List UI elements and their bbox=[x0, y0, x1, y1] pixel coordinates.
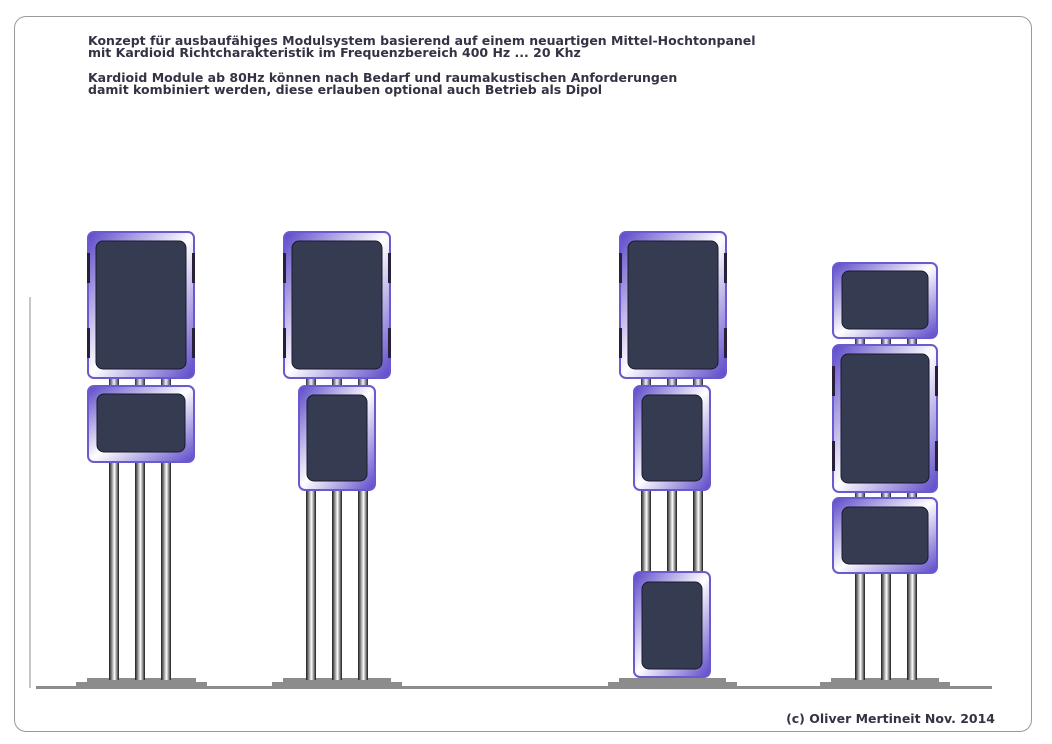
side-clip bbox=[832, 366, 835, 396]
module-connector bbox=[135, 376, 145, 388]
side-clip bbox=[619, 328, 622, 358]
copyright-notice: (c) Oliver Mertineit Nov. 2014 bbox=[786, 711, 995, 726]
side-clip bbox=[724, 328, 727, 358]
description-line-4: damit kombiniert werden, diese erlauben … bbox=[88, 82, 603, 97]
speaker-stand-1 bbox=[76, 231, 207, 687]
driver-panel bbox=[291, 240, 383, 370]
module-connector bbox=[161, 376, 171, 388]
module-connector bbox=[881, 336, 891, 346]
cardioid-module bbox=[298, 385, 376, 491]
module-connector bbox=[855, 490, 865, 500]
module-connector bbox=[855, 336, 865, 346]
module-connector bbox=[667, 376, 677, 388]
side-clip bbox=[192, 253, 195, 283]
driver-panel bbox=[841, 270, 929, 330]
side-clip bbox=[388, 328, 391, 358]
support-pole bbox=[667, 485, 677, 575]
side-clip bbox=[87, 253, 90, 283]
module-connector bbox=[641, 376, 651, 388]
side-clip bbox=[935, 441, 938, 471]
base-plate bbox=[272, 682, 402, 687]
side-clip bbox=[192, 328, 195, 358]
mid-high-panel-module bbox=[87, 231, 195, 379]
driver-panel bbox=[96, 393, 186, 453]
mid-high-panel-module bbox=[619, 231, 727, 379]
driver-panel bbox=[641, 394, 703, 482]
top-cardioid-module bbox=[832, 262, 938, 339]
base-plate bbox=[76, 682, 207, 687]
description-line-3: Kardioid Module ab 80Hz können nach Beda… bbox=[88, 70, 678, 85]
description-line-2: mit Kardioid Richtcharakteristik im Freq… bbox=[88, 45, 581, 60]
speaker-stand-3 bbox=[608, 231, 737, 687]
side-clip bbox=[832, 441, 835, 471]
module-connector bbox=[693, 376, 703, 388]
support-pole bbox=[855, 568, 865, 680]
module-connector bbox=[881, 490, 891, 500]
driver-panel bbox=[841, 506, 929, 565]
side-clip bbox=[724, 253, 727, 283]
mid-high-panel-module bbox=[283, 231, 391, 379]
module-connector bbox=[332, 376, 342, 388]
driver-panel bbox=[306, 394, 368, 482]
base-plate bbox=[608, 682, 737, 687]
module-connector bbox=[109, 376, 119, 388]
module-connector bbox=[358, 376, 368, 388]
support-pole bbox=[161, 455, 171, 680]
side-clip bbox=[935, 366, 938, 396]
support-pole bbox=[641, 485, 651, 575]
bottom-cardioid-module bbox=[832, 497, 938, 574]
description-paragraph-1: Konzept für ausbaufähiges Modulsystem ba… bbox=[88, 33, 756, 60]
description-line-1: Konzept für ausbaufähiges Modulsystem ba… bbox=[88, 33, 756, 48]
cardioid-bass-module bbox=[633, 571, 711, 678]
support-pole bbox=[693, 485, 703, 575]
driver-panel bbox=[95, 240, 187, 370]
side-clip bbox=[283, 253, 286, 283]
speaker-stand-2 bbox=[272, 231, 402, 687]
support-pole bbox=[135, 455, 145, 680]
drawing-frame bbox=[14, 16, 1032, 732]
side-clip bbox=[87, 328, 90, 358]
support-pole bbox=[332, 485, 342, 680]
driver-panel bbox=[627, 240, 719, 370]
support-pole bbox=[358, 485, 368, 680]
module-connector bbox=[306, 376, 316, 388]
base-plate bbox=[619, 678, 726, 682]
mid-high-panel-module bbox=[832, 344, 938, 493]
side-clip bbox=[388, 253, 391, 283]
base-plate bbox=[820, 682, 950, 687]
support-pole bbox=[907, 568, 917, 680]
driver-panel bbox=[641, 581, 703, 670]
support-pole bbox=[109, 455, 119, 680]
side-clip bbox=[619, 253, 622, 283]
cardioid-module bbox=[633, 385, 711, 491]
support-pole bbox=[881, 568, 891, 680]
driver-panel bbox=[840, 353, 930, 484]
support-pole bbox=[306, 485, 316, 680]
floor-line bbox=[36, 686, 992, 689]
speaker-stand-4 bbox=[820, 262, 950, 687]
side-clip bbox=[283, 328, 286, 358]
cardioid-module bbox=[87, 385, 195, 463]
module-connector bbox=[907, 336, 917, 346]
description-paragraph-2: Kardioid Module ab 80Hz können nach Beda… bbox=[88, 70, 678, 97]
module-connector bbox=[907, 490, 917, 500]
